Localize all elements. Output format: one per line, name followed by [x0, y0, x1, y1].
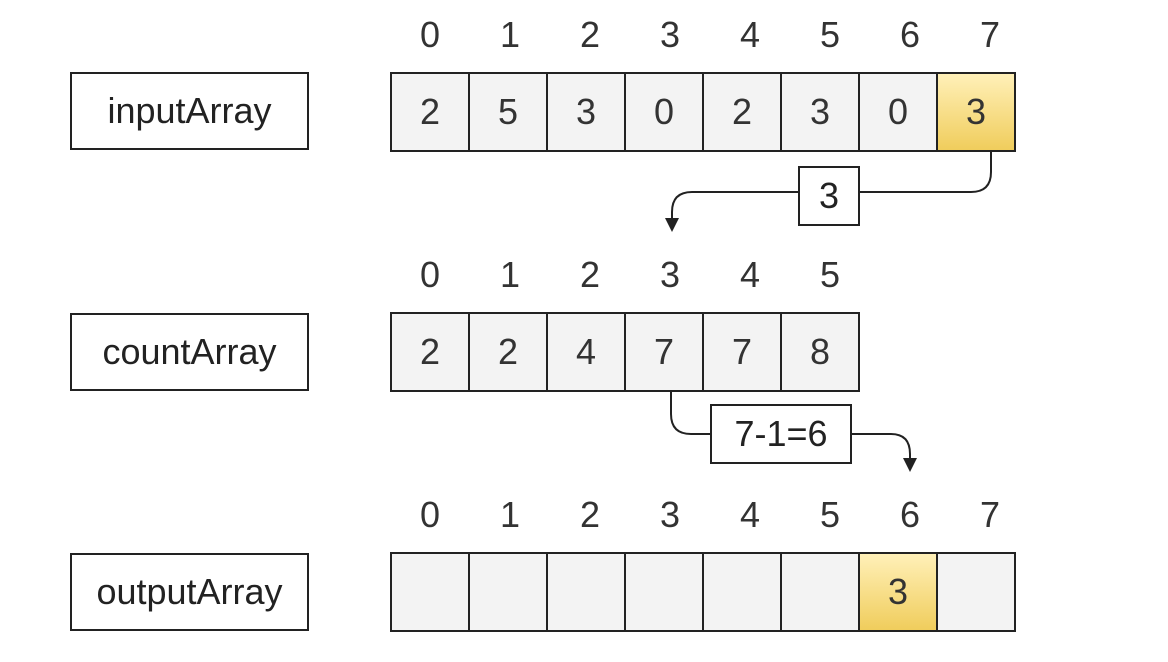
count-cell-2: 4: [546, 312, 626, 392]
output-cell-3: [624, 552, 704, 632]
count-cell-4: 7: [702, 312, 782, 392]
output-cell-4: [702, 552, 782, 632]
input-array-label: inputArray: [70, 72, 309, 150]
index-label: 6: [899, 494, 921, 535]
input-cell-3: 0: [624, 72, 704, 152]
index-label: 0: [419, 14, 441, 55]
count-cell-3: 7: [624, 312, 704, 392]
index-label: 6: [899, 14, 921, 55]
index-label: 3: [659, 494, 681, 535]
index-label: 1: [499, 494, 521, 535]
output-cell-1: [468, 552, 548, 632]
index-label: 3: [659, 14, 681, 55]
index-label: 0: [419, 494, 441, 535]
count-array-label: countArray: [70, 313, 309, 391]
output-array-indices: 0 1 2 3 4 5 6 7: [390, 495, 1030, 535]
index-label: 4: [739, 494, 761, 535]
index-label: 7: [979, 494, 1001, 535]
output-array: 3: [390, 552, 1016, 632]
input-cell-4: 2: [702, 72, 782, 152]
output-cell-0: [390, 552, 470, 632]
count-cell-5: 8: [780, 312, 860, 392]
output-cell-5: [780, 552, 860, 632]
index-label: 1: [499, 14, 521, 55]
index-label: 4: [739, 14, 761, 55]
index-label: 5: [819, 254, 841, 295]
count-cell-0: 2: [390, 312, 470, 392]
input-cell-0: 2: [390, 72, 470, 152]
index-label: 7: [979, 14, 1001, 55]
index-label: 2: [579, 494, 601, 535]
input-cell-5: 3: [780, 72, 860, 152]
output-cell-7: [936, 552, 1016, 632]
arrow1-value-box: 3: [798, 166, 860, 226]
arrow2-formula-box: 7-1=6: [710, 404, 852, 464]
input-cell-2: 3: [546, 72, 626, 152]
input-array-indices: 0 1 2 3 4 5 6 7: [390, 15, 1030, 55]
index-label: 5: [819, 14, 841, 55]
output-cell-2: [546, 552, 626, 632]
arrowhead-count-to-output: [903, 458, 917, 472]
index-label: 3: [659, 254, 681, 295]
index-label: 5: [819, 494, 841, 535]
index-label: 0: [419, 254, 441, 295]
arrowhead-input-to-count: [665, 218, 679, 232]
count-array-indices: 0 1 2 3 4 5: [390, 255, 870, 295]
count-cell-1: 2: [468, 312, 548, 392]
index-label: 1: [499, 254, 521, 295]
index-label: 2: [579, 14, 601, 55]
input-cell-7: 3: [936, 72, 1016, 152]
index-label: 2: [579, 254, 601, 295]
index-label: 4: [739, 254, 761, 295]
output-array-label: outputArray: [70, 553, 309, 631]
output-cell-6: 3: [858, 552, 938, 632]
